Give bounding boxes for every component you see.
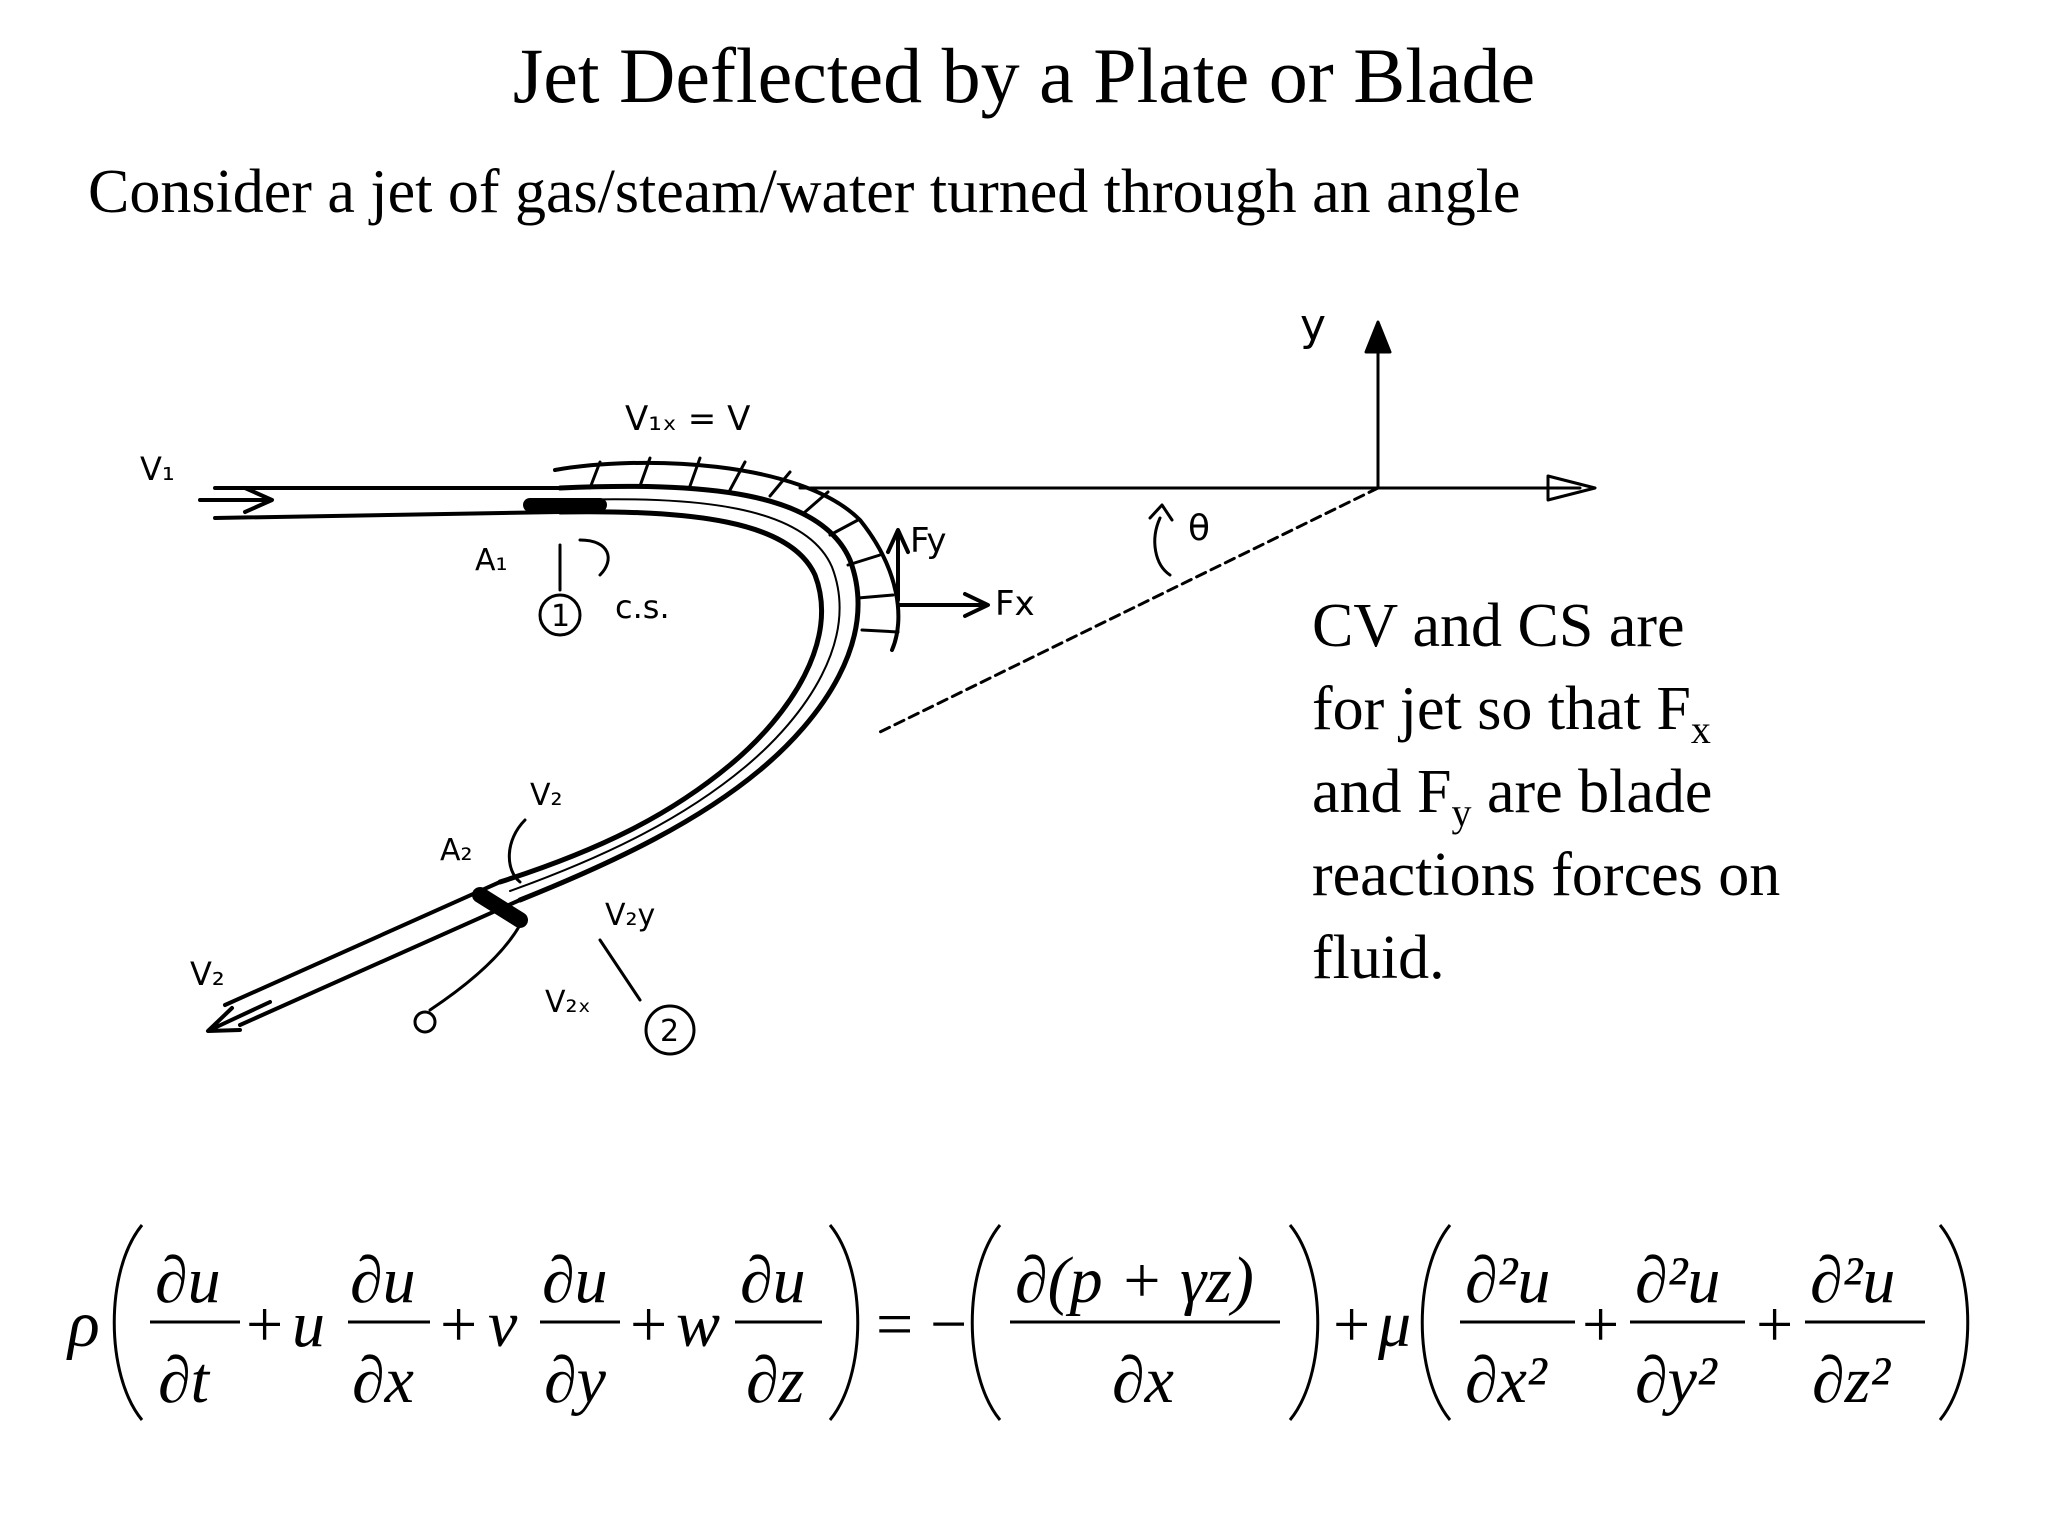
eq-dx2: ∂x² [1465,1344,1548,1417]
jet-deflection-diagram: y V₁ₓ = V V₁ A₁ 1 c.s. Fy Fx θ V₂ A₂ V₂y… [140,300,1597,1056]
eq-w: w [676,1288,720,1361]
eq-plus-6: + [1756,1288,1793,1361]
eq-dz2: ∂z² [1812,1344,1891,1417]
eq-d2u-1: ∂²u [1465,1244,1550,1317]
theta-label: θ [1188,508,1210,549]
v1-label: V₁ [140,450,175,488]
station2-circle [644,1004,696,1056]
blade-hatch [588,456,900,634]
note-line-3: and Fy are blade [1312,751,1780,834]
eq-d2u-2: ∂²u [1635,1244,1720,1317]
eq-plus-4: + [1333,1288,1370,1361]
note-line-2-text: for jet so that F [1312,675,1691,743]
eq-du-1: ∂u [155,1244,221,1317]
v2-label: V₂ [530,778,563,813]
eq-plus-5: + [1582,1288,1619,1361]
note-line-4: reactions forces on [1312,841,1781,909]
blade-outline [553,460,901,652]
eq-d-p-gz: ∂(p + γz) [1015,1244,1254,1317]
jet-curve-inner [497,509,825,885]
paren-left-3 [1420,1224,1452,1421]
page-title: Jet Deflected by a Plate or Blade [512,32,1536,119]
eq-v: v [488,1288,518,1361]
note-fy-subscript: y [1451,790,1472,835]
station2-label: 2 [660,1014,679,1049]
fy-arrow [886,528,910,602]
v1-arrow [198,486,274,514]
jet-curve-mid [509,498,841,892]
paren-right-3 [1938,1224,1970,1421]
cs-label: c.s. [615,588,670,626]
note-line-2: for jet so that Fx [1312,668,1780,751]
note-line-3-rest: are blade [1471,758,1713,826]
jet-inlet-bottom [213,510,562,520]
paren-right-1 [828,1224,860,1421]
jet-outlet-bottom [223,880,502,1007]
eq-plus-3: + [630,1288,667,1361]
note-line-5: fluid. [1312,924,1445,992]
theta-arrowhead [1148,503,1174,522]
section2-leader [428,923,522,1012]
eq-equals: = [876,1288,913,1361]
eq-d2u-3: ∂²u [1810,1244,1895,1317]
jet-outlet-top [238,898,522,1027]
eq-dy-1: ∂y [544,1344,607,1417]
paren-left-1 [112,1224,144,1421]
axis-y-label: y [1300,300,1326,351]
subtitle: Consider a jet of gas/steam/water turned… [88,158,1521,226]
station1-circle [538,593,582,637]
control-volume-note: CV and CS are for jet so that Fx and Fy … [1312,585,1780,1000]
eq-dz-1: ∂z [746,1344,804,1417]
note-line-1: CV and CS are [1312,592,1685,660]
x-axis-arrowhead [1546,474,1597,502]
v1x-label: V₁ₓ = V [625,399,750,439]
theta-arc [1153,516,1172,577]
fx-arrow [898,592,990,618]
eq-mu: μ [1377,1288,1411,1361]
eq-plus-2: + [440,1288,477,1361]
note-line-3-text: and F [1312,758,1452,826]
jet-curve-outer [517,483,861,903]
eq-u: u [292,1288,325,1361]
v2y-label: V₂y [605,898,655,933]
eq-rho: ρ [66,1288,100,1361]
v2-arrow [206,1000,272,1033]
eq-dt: ∂t [158,1344,211,1417]
eq-dy2: ∂y² [1635,1344,1718,1417]
v2x-label: V₂ₓ [545,985,591,1020]
eq-du-4: ∂u [740,1244,806,1317]
note-fx-subscript: x [1690,707,1711,752]
theta2-circle [413,1010,437,1034]
navier-stokes-equation: ρ ∂u ∂t + u ∂u ∂x + v ∂u ∂y + w ∂u ∂z = … [66,1224,1970,1421]
paren-right-2 [1288,1224,1320,1421]
fy-label: Fy [910,521,947,561]
eq-minus: − [930,1288,967,1361]
eq-du-3: ∂u [542,1244,608,1317]
y-axis-arrowhead [1364,320,1392,354]
station1-label: 1 [551,599,570,634]
eq-du-2: ∂u [350,1244,416,1317]
section2-mark [472,887,528,928]
a1-label: A₁ [475,543,508,578]
a2-label: A₂ [440,833,473,868]
fx-label: Fx [995,584,1035,624]
eq-plus-1: + [246,1288,283,1361]
eq-dx-2: ∂x [1112,1344,1174,1417]
cs1-leader [578,538,610,577]
a2-leader [507,818,527,884]
eq-dx-1: ∂x [352,1344,414,1417]
v2-end-label: V₂ [190,955,225,993]
outlet-direction-line [878,486,1380,734]
paren-left-2 [970,1224,1002,1421]
station2-leader [598,938,642,1002]
